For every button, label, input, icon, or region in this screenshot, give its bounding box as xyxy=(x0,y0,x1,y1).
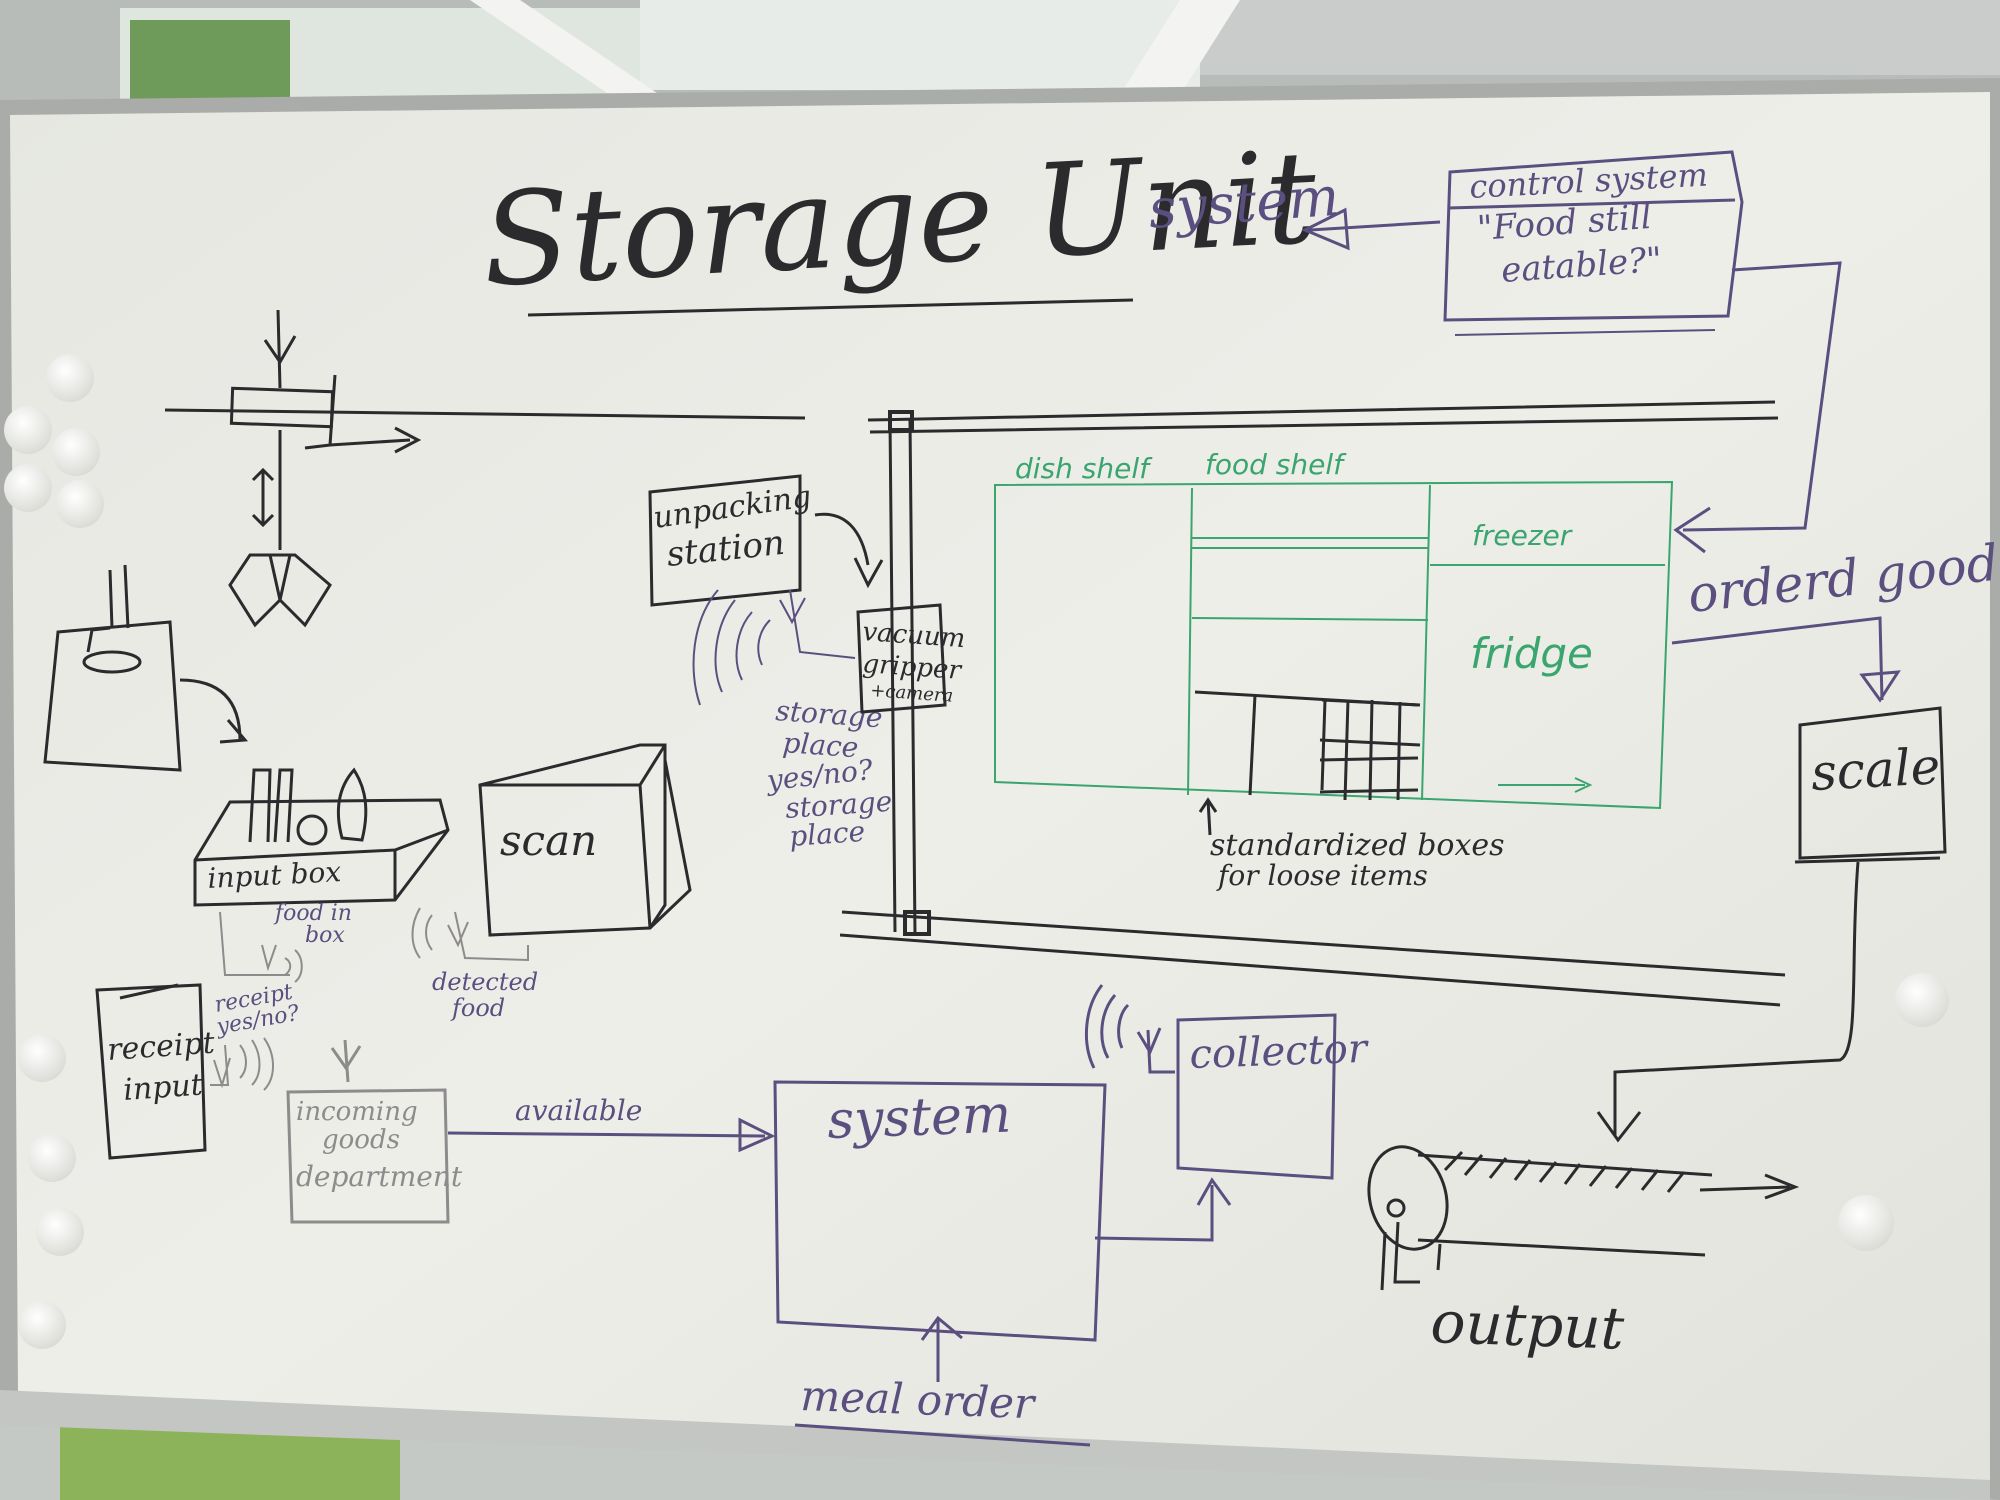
incoming-goods-2: goods xyxy=(322,1125,400,1155)
food-in-box-1: food in xyxy=(273,901,352,926)
sensor-receipt xyxy=(210,1037,274,1091)
incoming-goods-3: department xyxy=(296,1160,463,1193)
freezer-label: freezer xyxy=(1472,519,1573,552)
meal-order-label: meal order xyxy=(800,1371,1038,1428)
magnet xyxy=(28,1134,76,1182)
collector-label: collector xyxy=(1189,1026,1371,1078)
arrow-control-to-system xyxy=(1301,207,1441,251)
food-in-box-2: box xyxy=(305,923,345,948)
sensor-detected-food xyxy=(411,907,529,962)
fridge-label: fridge xyxy=(1470,629,1593,678)
title-underline xyxy=(527,298,1134,317)
scan-box: scan xyxy=(478,743,692,937)
incoming-goods-1: incoming xyxy=(296,1097,418,1127)
storage-q-1: storage xyxy=(775,694,884,734)
food-shelf-label: food shelf xyxy=(1205,448,1347,481)
arrow-control-to-freezer xyxy=(1673,261,1842,554)
receipt-input: receipt input xyxy=(95,983,217,1160)
vacuum-gripper-2: gripper xyxy=(862,649,964,686)
sensor-food-in-box xyxy=(219,911,303,983)
detected-food-2: food xyxy=(450,994,505,1022)
storage-q-2: place xyxy=(782,726,860,764)
scale-label: scale xyxy=(1810,737,1942,802)
magnet xyxy=(1895,973,1949,1027)
incoming-goods: incoming goods department xyxy=(286,1039,463,1224)
system-box: system meal order xyxy=(773,1080,1232,1447)
magnet xyxy=(46,354,94,402)
scan-label: scan xyxy=(500,816,597,865)
output-label: output xyxy=(1430,1288,1626,1363)
standardized-boxes: standardized boxes for loose items xyxy=(1194,690,1505,892)
vacuum-gripper: vacuum gripper +camera xyxy=(856,603,967,714)
boxes-label-2: for loose items xyxy=(1216,859,1428,892)
scale-box: scale xyxy=(1596,706,1947,1143)
magnet xyxy=(4,406,52,454)
magnet xyxy=(18,1034,66,1082)
magnet xyxy=(52,428,100,476)
available-label: available xyxy=(515,1094,642,1127)
arrow-system-to-collector xyxy=(1094,1177,1232,1242)
storage-q-5: place xyxy=(788,815,866,853)
magnet xyxy=(36,1208,84,1256)
input-box-label: input box xyxy=(207,855,342,895)
arrow-meal-order xyxy=(920,1315,963,1382)
conveyor-output: output xyxy=(1367,1145,1800,1363)
rail-system xyxy=(839,400,1786,1007)
dish-shelf-label: dish shelf xyxy=(1015,452,1153,485)
crane-gripper xyxy=(164,309,806,628)
collector-box: collector xyxy=(1084,984,1371,1180)
arrow-bag-to-box xyxy=(179,678,249,744)
receipt-input-2: input xyxy=(122,1067,205,1108)
detected-food-1: detected xyxy=(432,968,538,996)
system-label: system xyxy=(826,1085,1012,1151)
whiteboard xyxy=(0,78,2000,1500)
boxes-label-1: standardized boxes xyxy=(1210,828,1505,863)
magnets xyxy=(4,354,1949,1349)
sensor-unpacking xyxy=(692,589,856,706)
magnet xyxy=(1838,1195,1894,1251)
vacuum-gripper-1: vacuum xyxy=(862,617,967,654)
input-box-sketch: input box xyxy=(193,767,450,907)
shopping-bag xyxy=(43,564,249,772)
magnet xyxy=(18,1301,66,1349)
arrow-available: available xyxy=(447,1094,776,1153)
magnet xyxy=(4,464,52,512)
storage-q-4: storage xyxy=(784,785,893,825)
receipt-input-1: receipt xyxy=(106,1026,217,1068)
magnet xyxy=(56,480,104,528)
shelf-unit: dish shelf food shelf freezer fridge xyxy=(994,448,1674,810)
